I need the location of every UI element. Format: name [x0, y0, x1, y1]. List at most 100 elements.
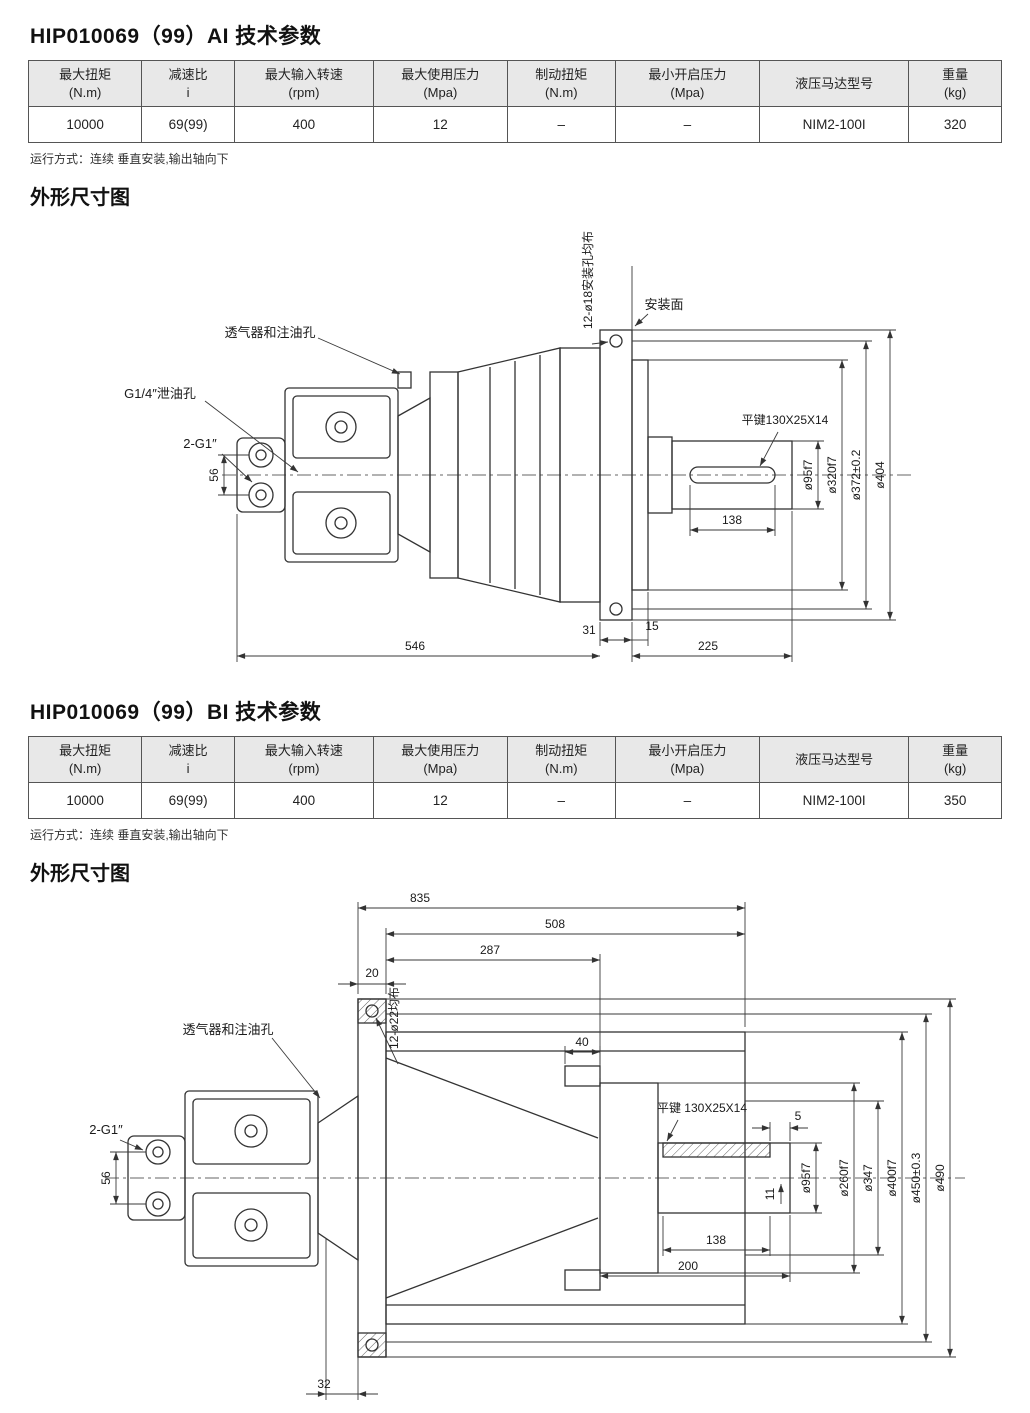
header-line1: 减速比 [168, 67, 208, 82]
header-line2: (N.m) [68, 84, 102, 100]
header-line1: 减速比 [168, 743, 208, 759]
header-line1: 制动扭矩 [535, 743, 588, 759]
header-line1: 最大使用压力 [401, 67, 480, 82]
col-brake-torque: 制动扭矩(N.m) [506, 736, 616, 784]
col-max-input-speed: 最大输入转速(rpm) [233, 736, 374, 784]
dim-11: 11 [763, 1188, 777, 1201]
header-row: 最大扭矩 (N.m) 减速比 i 最大输入转速(rpm) 最大使用压力 (Mpa) 制… [27, 59, 1002, 108]
dim-546: 546 [405, 639, 425, 653]
ports-label: 2-G1″ [89, 1122, 123, 1137]
drawing-b-labels: 835 508 287 20 12-ø22均布 透气器和注油孔 2-G1″ 56… [89, 891, 947, 1391]
cell-max-torque: 10000 [27, 782, 143, 820]
keyway [662, 1142, 771, 1158]
dim-200: 200 [678, 1259, 698, 1273]
mount-face-label: 安装面 [644, 297, 683, 312]
dia-347: ø347 [861, 1164, 875, 1192]
cell-ratio: 69(99) [141, 782, 235, 820]
header-line2: (N.m) [545, 760, 578, 776]
header-line1: 最大扭矩 [59, 67, 112, 82]
cell-max-pressure: 12 [372, 782, 508, 820]
dia-shaft: ø95f7 [799, 1163, 813, 1194]
header-line2: i [186, 760, 190, 776]
keyway [689, 466, 776, 484]
header-line1: 最小开启压力 [648, 743, 727, 759]
cell-motor-model: NIM2-100I [758, 106, 910, 144]
motor-assembly-a [222, 329, 915, 621]
mount-holes-label: 12-ø18安装孔均布 [580, 231, 595, 329]
header-line2: (Mpa) [423, 84, 458, 100]
header-line1: 液压马达型号 [795, 751, 874, 767]
col-brake-torque: 制动扭矩(N.m) [506, 59, 616, 108]
dia-pilot: ø320f7 [825, 456, 839, 494]
cell-max-input-speed: 400 [233, 106, 374, 144]
dim-225: 225 [698, 639, 718, 653]
drawing-heading-b: 外形尺寸图 [30, 863, 130, 886]
dia-flange: ø404 [873, 461, 887, 489]
dia-450: ø450±0.3 [909, 1153, 923, 1204]
cell-motor-model: NIM2-100I [758, 782, 910, 820]
drawing-a-svg: 透气器和注油孔 G1/4″泄油孔 2-G1″ 56 12-ø18安装孔均布 安装… [124, 231, 915, 663]
col-max-torque: 最大扭矩(N.m) [27, 736, 143, 784]
dimension-drawing-a: 透气器和注油孔 G1/4″泄油孔 2-G1″ 56 12-ø18安装孔均布 安装… [0, 210, 1030, 690]
col-motor-model: 液压马达型号 [758, 59, 910, 108]
motor-assembly-b [105, 998, 965, 1358]
cell-brake-torque: – [506, 782, 616, 820]
header-line2: (Mpa) [423, 760, 458, 776]
dim-40: 40 [575, 1035, 589, 1049]
cell-weight: 350 [908, 782, 1002, 820]
drawing-a-labels: 透气器和注油孔 G1/4″泄油孔 2-G1″ 56 12-ø18安装孔均布 安装… [124, 231, 887, 653]
drawing-heading-a: 外形尺寸图 [30, 187, 130, 210]
col-max-torque: 最大扭矩 (N.m) [27, 59, 143, 108]
cell-brake-torque: – [506, 106, 616, 144]
dim-15: 15 [645, 619, 659, 633]
ports-label: 2-G1″ [183, 436, 217, 451]
header-line2: i [186, 84, 190, 100]
dim-138: 138 [706, 1233, 726, 1247]
cell-max-pressure: 12 [372, 106, 508, 144]
header-line2: (rpm) [288, 84, 320, 100]
dim-20: 20 [365, 966, 379, 980]
key-label: 平键 130X25X14 [657, 1101, 747, 1115]
key-label: 平键130X25X14 [742, 413, 829, 427]
col-max-pressure: 最大使用压力 (Mpa) [372, 59, 508, 108]
header-line1: 液压马达型号 [795, 75, 874, 91]
header-line1: 最大使用压力 [401, 743, 480, 759]
output-shaft [599, 1082, 791, 1274]
col-min-open-pressure: 最小开启压力(Mpa) [614, 736, 760, 784]
header-line2: (kg) [943, 84, 967, 100]
dim-508: 508 [545, 917, 565, 931]
header-line2: (rpm) [288, 760, 320, 776]
header-line1: 最小开启压力 [648, 67, 727, 82]
cell-max-input-speed: 400 [233, 782, 374, 820]
hydraulic-motor-body [284, 387, 399, 563]
operating-mode-note: 运行方式：连续 垂直安装,输出轴向下 [30, 152, 229, 167]
col-max-input-speed: 最大输入转速(rpm) [233, 59, 374, 108]
mount-holes-label: 12-ø22均布 [387, 987, 401, 1049]
dimension-drawing-b: 835 508 287 20 12-ø22均布 透气器和注油孔 2-G1″ 56… [0, 886, 1030, 1413]
dim-287: 287 [480, 943, 500, 957]
dia-shaft: ø95f7 [801, 459, 815, 490]
dimension-lines-b [110, 902, 956, 1401]
cell-max-torque: 10000 [27, 106, 143, 144]
dim-5: 5 [795, 1109, 802, 1123]
header-line2: (Mpa) [670, 84, 705, 100]
data-row: 10000 69(99) 400 12 – – NIM2-100I 320 [27, 106, 1002, 144]
header-line2: (Mpa) [670, 760, 705, 776]
hydraulic-motor-body [184, 1090, 319, 1267]
col-motor-model: 液压马达型号 [758, 736, 910, 784]
section-b-title: HIP010069（99）BI 技术参数 [30, 701, 322, 725]
breather-label: 透气器和注油孔 [182, 1022, 273, 1037]
spec-table-a: 最大扭矩 (N.m) 减速比 i 最大输入转速(rpm) 最大使用压力 (Mpa) 制… [27, 59, 1002, 144]
dim-32: 32 [317, 1377, 331, 1391]
col-max-pressure: 最大使用压力(Mpa) [372, 736, 508, 784]
drawing-b-svg: 835 508 287 20 12-ø22均布 透气器和注油孔 2-G1″ 56… [89, 891, 965, 1401]
cell-ratio: 69(99) [141, 106, 235, 144]
dimension-lines-a [204, 266, 896, 663]
dia-490: ø490 [933, 1164, 947, 1192]
header-line2: (N.m) [545, 84, 578, 100]
dim-835: 835 [410, 891, 430, 905]
drain-label: G1/4″泄油孔 [124, 386, 196, 401]
